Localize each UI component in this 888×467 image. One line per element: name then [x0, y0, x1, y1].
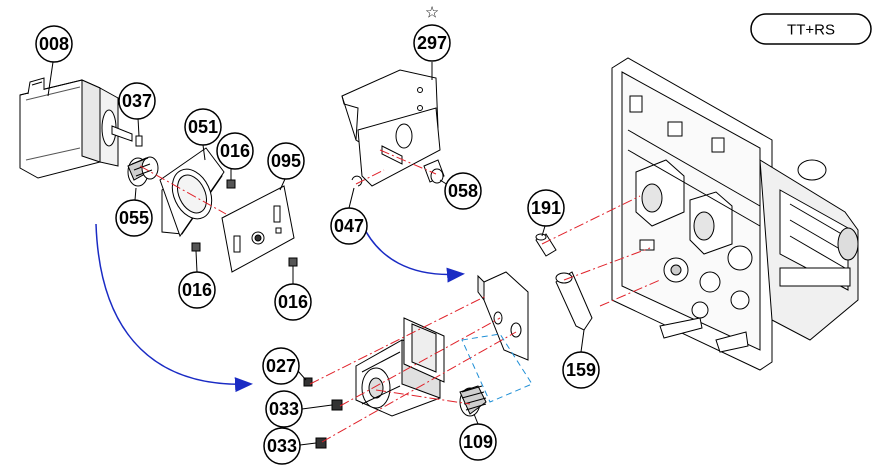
setscrew-037 — [135, 135, 143, 147]
star-marker: ☆ — [425, 5, 439, 22]
motor-bracket — [477, 271, 529, 361]
motor-008 — [19, 77, 133, 179]
lever-arm-159 — [555, 271, 593, 331]
arrow-to-bracket — [361, 223, 465, 283]
motor-plate-095 — [221, 185, 295, 273]
callout-033-b: 033 — [263, 427, 301, 465]
callout-047: 047 — [330, 207, 368, 245]
callout-037-label: 037 — [122, 91, 152, 111]
callout-191-label: 191 — [531, 198, 561, 218]
spacer-058 — [423, 159, 445, 184]
callout-016-b: 016 — [178, 271, 216, 309]
belt-routing-outline — [461, 333, 533, 403]
gasket-plate-051 — [159, 147, 225, 238]
callout-027: 027 — [262, 347, 300, 385]
callout-047-label: 047 — [334, 216, 364, 236]
bracket-297 — [341, 69, 441, 187]
callout-159: 159 — [562, 351, 600, 389]
pulley-055 — [127, 156, 159, 187]
callout-159-label: 159 — [566, 360, 596, 380]
callout-008-label: 008 — [39, 34, 69, 54]
callout-027-label: 027 — [266, 356, 296, 376]
callout-109-label: 109 — [463, 432, 493, 452]
center-lines — [139, 149, 661, 443]
callout-297: 297 — [413, 24, 451, 62]
callout-095-label: 095 — [271, 151, 301, 171]
callout-033-a: 033 — [265, 390, 303, 428]
callout-055: 055 — [115, 199, 153, 237]
callout-058-label: 058 — [448, 181, 478, 201]
pin-191 — [535, 233, 557, 257]
callout-058: 058 — [444, 172, 482, 210]
callout-109: 109 — [459, 423, 497, 461]
gear-pulley-109 — [459, 385, 487, 417]
callout-016-c: 016 — [274, 283, 312, 321]
callout-016-a-label: 016 — [220, 141, 250, 161]
callout-051: 051 — [184, 108, 222, 146]
model-badge-label: TT+RS — [787, 22, 835, 39]
callout-033-a-label: 033 — [269, 399, 299, 419]
screw-016-c — [288, 257, 298, 267]
callout-016-b-label: 016 — [182, 280, 212, 300]
callout-297-label: 297 — [417, 33, 447, 53]
callout-033-b-label: 033 — [267, 436, 297, 456]
callout-055-label: 055 — [119, 208, 149, 228]
model-badge: TT+RS — [750, 13, 872, 45]
printer-chassis — [611, 57, 859, 371]
callout-037: 037 — [118, 82, 156, 120]
screw-033-b — [315, 437, 327, 449]
leader-lines — [47, 61, 585, 446]
callout-191: 191 — [527, 189, 565, 227]
screw-016-b — [191, 242, 201, 252]
assembly-arrows — [95, 223, 465, 393]
callout-051-label: 051 — [188, 117, 218, 137]
screw-016-a — [226, 179, 236, 189]
callout-016-c-label: 016 — [278, 292, 308, 312]
screw-027 — [303, 377, 313, 387]
callout-008: 008 — [35, 25, 73, 63]
callout-016-a: 016 — [216, 132, 254, 170]
arrow-to-motor — [95, 223, 253, 393]
stepping-motor — [355, 317, 445, 417]
callout-095: 095 — [267, 142, 305, 180]
screw-033-a — [331, 399, 343, 411]
e-ring-047 — [351, 175, 363, 187]
